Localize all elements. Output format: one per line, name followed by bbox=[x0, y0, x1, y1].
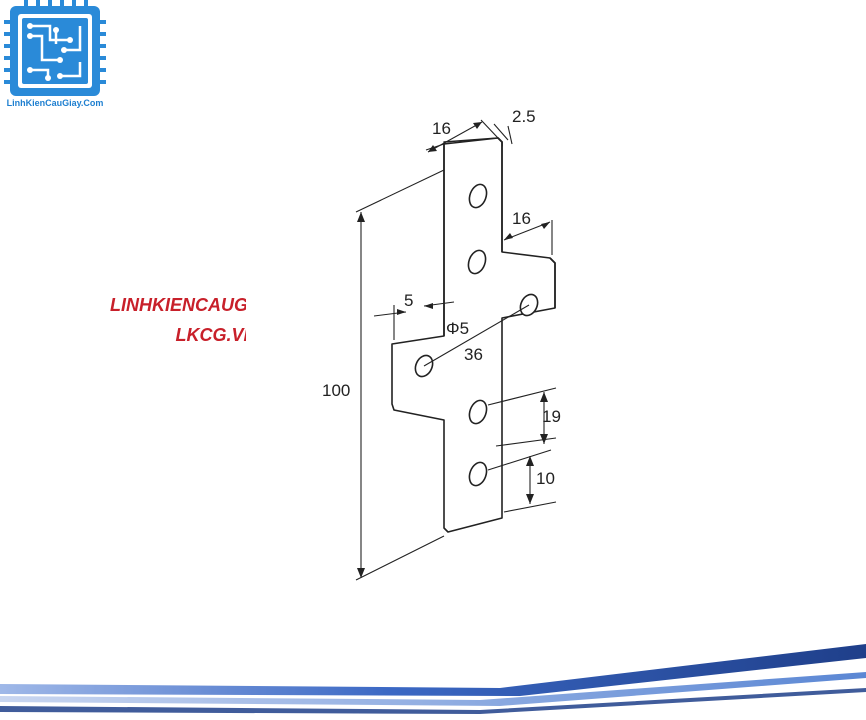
dim-arm-width: 16 bbox=[512, 209, 531, 228]
footer-stripes bbox=[0, 644, 866, 714]
dim-offset: 5 bbox=[404, 291, 413, 310]
logo bbox=[0, 0, 110, 112]
dim-total-height: 100 bbox=[322, 381, 350, 400]
dim-hole-diameter: Φ5 bbox=[446, 319, 469, 338]
dim-thickness: 2.5 bbox=[512, 107, 536, 126]
logo-caption: LinhKienCauGiay.Com bbox=[6, 98, 104, 108]
hole bbox=[468, 183, 488, 209]
circuit-chip-icon bbox=[4, 0, 106, 96]
dim-hole-pitch: 19 bbox=[542, 407, 561, 426]
watermark-line-2: LKCG.VN bbox=[175, 325, 257, 345]
hole bbox=[467, 249, 487, 275]
dim-hole-span: 36 bbox=[464, 345, 483, 364]
hole bbox=[468, 461, 488, 487]
dim-top-width: 16 bbox=[432, 119, 451, 138]
diagram-panel: 16 2.5 16 5 Φ5 36 100 19 10 bbox=[246, 100, 628, 596]
dimension-arrows bbox=[357, 122, 550, 578]
hole bbox=[468, 399, 488, 425]
dim-edge-distance: 10 bbox=[536, 469, 555, 488]
cross-plate-drawing: 16 2.5 16 5 Φ5 36 100 19 10 bbox=[322, 107, 561, 581]
